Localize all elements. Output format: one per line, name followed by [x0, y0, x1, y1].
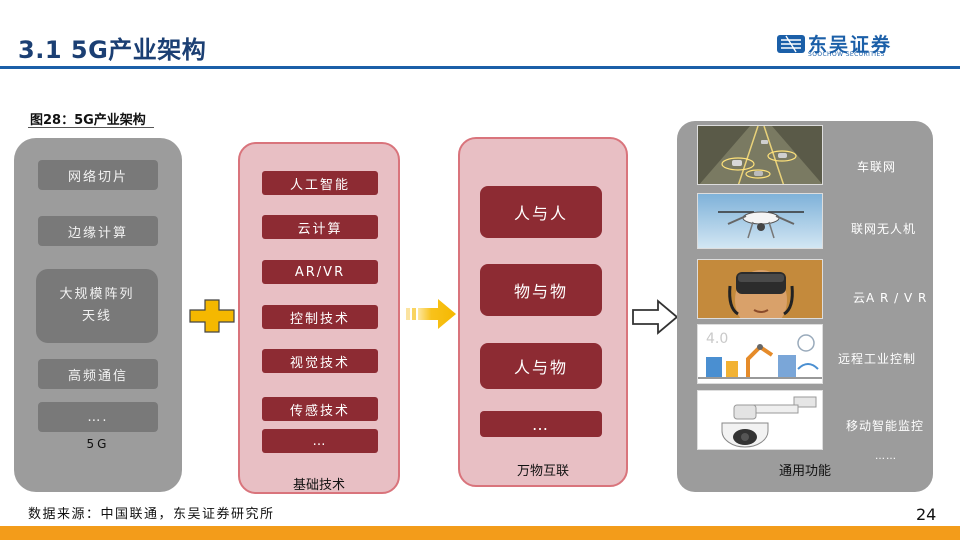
5g-item-more: ….	[38, 402, 158, 432]
logo-chinese-text: 东吴证券	[808, 34, 893, 56]
tech-item-more: …	[262, 429, 378, 453]
tech-item-ai: 人工智能	[262, 171, 378, 195]
5g-item-high-frequency: 高频通信	[38, 359, 158, 389]
app-label-mobile-smart-monitoring: 移动智能监控	[846, 419, 925, 433]
figure-caption: 图28：5G产业架构	[30, 113, 146, 128]
panel-functions-label: 通用功能	[778, 464, 831, 479]
tech-item-cloud: 云计算	[262, 215, 378, 239]
panel-base-label: 基础技术	[292, 478, 345, 493]
outline-right-arrow-icon	[632, 299, 679, 335]
5g-item-edge-computing: 边缘计算	[38, 216, 158, 246]
plus-icon	[189, 299, 235, 333]
right-arrow-icon	[406, 299, 456, 329]
5g-item-network-slicing: 网络切片	[38, 160, 158, 190]
page-number: 24	[916, 505, 937, 524]
functions-more: ……	[875, 451, 897, 462]
app-label-connected-cars: 车联网	[857, 160, 897, 174]
panel-iot-label: 万物互联	[516, 464, 569, 479]
slide-title: 3.1 5G产业架构	[18, 36, 207, 64]
industrial-robot-image: 4.0	[697, 324, 823, 384]
tech-item-sensing: 传感技术	[262, 397, 378, 421]
iot-item-person-to-person: 人与人	[480, 186, 602, 238]
logo-mark-icon	[777, 35, 805, 53]
tech-item-control: 控制技术	[262, 305, 378, 329]
drone-image	[697, 193, 823, 249]
panel-base-technology: 人工智能 云计算 AR/VR 控制技术 视觉技术 传感技术 … 基础技术	[238, 142, 400, 494]
svg-text:4.0: 4.0	[706, 331, 728, 347]
iot-item-person-to-thing: 人与物	[480, 343, 602, 389]
security-camera-image	[697, 390, 823, 450]
tech-item-arvr: AR/VR	[262, 260, 378, 284]
tech-item-vision: 视觉技术	[262, 349, 378, 373]
5g-item-massive-mimo: 大规模阵列天线	[36, 269, 158, 343]
footer-accent-bar	[0, 526, 960, 540]
panel-5g: 网络切片 边缘计算 大规模阵列天线 高频通信 …. 5G	[14, 138, 182, 492]
caption-underline	[28, 127, 154, 128]
app-label-remote-industrial-control: 远程工业控制	[838, 352, 917, 366]
vr-headset-image	[697, 259, 823, 319]
app-label-cloud-arvr: 云A R / V R	[853, 291, 928, 305]
panel-general-functions: 车联网 联网无人机 云	[677, 121, 933, 492]
app-label-drone: 联网无人机	[851, 222, 917, 236]
company-logo: 东吴证券 SOOCHOW SECURITIES	[776, 32, 916, 58]
connected-cars-image	[697, 125, 823, 185]
panel-internet-of-everything: 人与人 物与物 人与物 … 万物互联	[458, 137, 628, 487]
panel-5g-label: 5G	[86, 437, 110, 451]
iot-item-thing-to-thing: 物与物	[480, 264, 602, 316]
iot-item-more: …	[480, 411, 602, 437]
logo-english-text: SOOCHOW SECURITIES	[808, 51, 885, 58]
header-divider	[0, 66, 960, 69]
data-source-note: 数据来源：中国联通，东吴证券研究所	[28, 507, 275, 522]
